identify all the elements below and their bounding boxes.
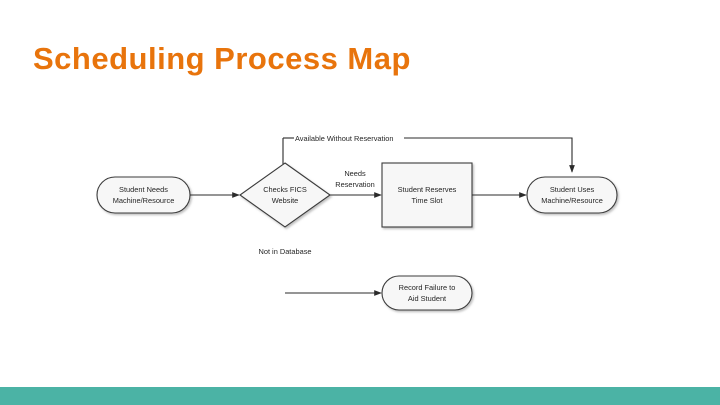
edge-label-available-without-reservation: Available Without Reservation	[295, 134, 393, 143]
node-checks-fics[interactable]: Checks FICS Website	[239, 162, 331, 228]
edge-label-needs-reservation-line2: Reservation	[335, 180, 374, 189]
node-label-record-failure-line2: Aid Student	[408, 294, 446, 303]
node-student-reserves[interactable]: Student Reserves Time Slot	[381, 162, 473, 228]
footer-accent-bar	[0, 387, 720, 405]
process-map-diagram: Available Without Reservation Student Ne…	[0, 110, 720, 350]
node-label-student-reserves-line2: Time Slot	[412, 196, 443, 205]
node-label-checks-fics-line2: Website	[272, 196, 299, 205]
node-record-failure[interactable]: Record Failure to Aid Student	[381, 275, 473, 311]
flowchart-canvas: Available Without Reservation Student Ne…	[96, 134, 618, 311]
edge-checks-to-reserves: Needs Reservation	[330, 169, 382, 198]
terminator-shape-record-failure	[381, 275, 473, 311]
node-label-student-uses-line1: Student Uses	[550, 185, 595, 194]
node-student-uses[interactable]: Student Uses Machine/Resource	[526, 176, 618, 214]
process-shape-student-reserves	[381, 162, 473, 228]
edge-checks-to-record-failure: Not in Database	[259, 247, 382, 296]
edge-label-needs-reservation-line1: Needs	[344, 169, 366, 178]
terminator-shape-student-needs	[96, 176, 191, 214]
edge-label-not-in-database: Not in Database	[259, 247, 312, 256]
node-label-student-needs-line1: Student Needs	[119, 185, 168, 194]
node-label-student-uses-line2: Machine/Resource	[541, 196, 603, 205]
node-label-student-needs-line2: Machine/Resource	[113, 196, 175, 205]
node-label-student-reserves-line1: Student Reserves	[398, 185, 457, 194]
node-label-record-failure-line1: Record Failure to	[399, 283, 456, 292]
node-label-checks-fics-line1: Checks FICS	[263, 185, 307, 194]
edge-checks-to-uses-direct: Available Without Reservation	[282, 134, 575, 173]
node-student-needs[interactable]: Student Needs Machine/Resource	[96, 176, 191, 214]
terminator-shape-student-uses	[526, 176, 618, 214]
page-title: Scheduling Process Map	[33, 41, 411, 76]
decision-shape-checks-fics	[239, 162, 331, 228]
